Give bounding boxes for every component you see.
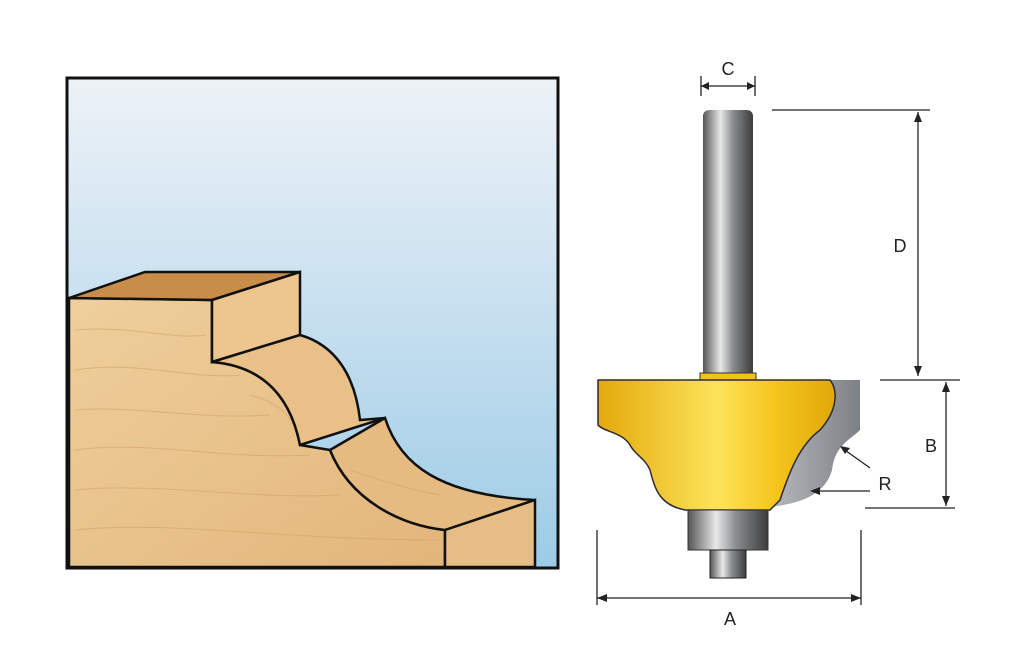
bearing-screw bbox=[709, 549, 747, 579]
dimension-lines bbox=[596, 76, 960, 605]
router-bit bbox=[597, 110, 860, 579]
label-c: C bbox=[722, 59, 735, 79]
cutter-body bbox=[597, 379, 836, 511]
label-a: A bbox=[724, 609, 736, 629]
label-d: D bbox=[894, 236, 907, 256]
label-b: B bbox=[925, 436, 937, 456]
shank bbox=[703, 110, 753, 378]
wood-end-block bbox=[443, 498, 537, 569]
bearing bbox=[687, 509, 769, 551]
wood-grain bbox=[74, 328, 441, 541]
workpiece-illustration bbox=[65, 76, 560, 570]
label-r: R bbox=[879, 474, 892, 494]
